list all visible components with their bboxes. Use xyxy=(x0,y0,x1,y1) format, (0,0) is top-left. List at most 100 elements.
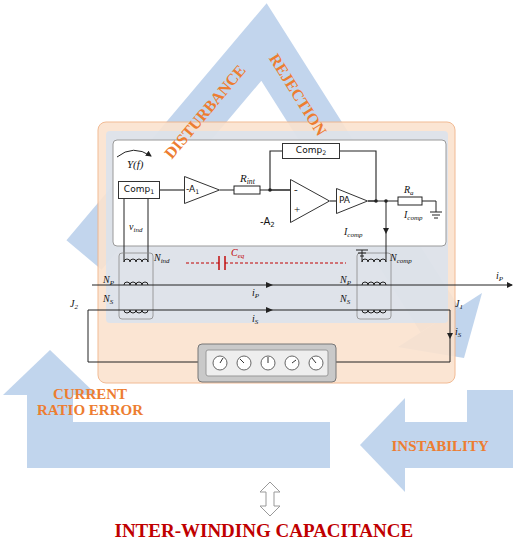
symbol-subscript: S xyxy=(347,298,351,306)
symbol-subscript: comp xyxy=(407,214,422,222)
current-label: Icomp xyxy=(404,209,423,220)
symbol-base: C xyxy=(231,247,238,258)
winding-coil xyxy=(124,259,148,262)
current-arrow xyxy=(266,282,273,288)
meter-face xyxy=(206,350,328,376)
symbol-subscript: 1 xyxy=(459,303,463,311)
symbol-subscript: int xyxy=(247,177,255,186)
compensator-box: Comp1 xyxy=(118,181,160,199)
symbol-base: N xyxy=(390,252,397,263)
symbol-subscript: S xyxy=(458,331,462,339)
compensator-box: Comp2 xyxy=(282,143,340,159)
junction-dot xyxy=(384,199,388,203)
symbol-subscript: ind xyxy=(161,257,170,265)
cycle-arrows xyxy=(3,42,490,492)
symbol-base: N xyxy=(340,293,347,304)
symbol-base: N xyxy=(103,274,110,285)
symbol-subscript: a xyxy=(410,189,414,197)
signal-wire xyxy=(340,151,376,201)
current-label: iP xyxy=(496,270,503,281)
cycle-label: INSTABILITY xyxy=(392,438,489,455)
symbol-base: R xyxy=(404,184,410,195)
ground-symbol xyxy=(430,212,442,218)
triangle-shape xyxy=(291,180,330,223)
symbol-base: v xyxy=(129,221,133,232)
wiring xyxy=(88,150,512,362)
node-label: PA xyxy=(339,196,350,206)
winding-label: NS xyxy=(340,293,350,304)
symbol-subscript: comp xyxy=(397,257,412,265)
symbol-subscript: 2 xyxy=(322,149,326,156)
cycle-label: REJECTION xyxy=(265,51,329,139)
symbol-subscript: P xyxy=(347,279,351,287)
symbol-subscript: comp xyxy=(347,231,362,239)
symbol-base: R xyxy=(240,172,247,184)
transformer-core xyxy=(119,253,153,319)
symbol-subscript: P xyxy=(255,292,259,300)
current-arrow xyxy=(266,307,273,313)
resistor-symbol xyxy=(398,197,422,205)
meter-body xyxy=(198,344,336,382)
triangle-shape xyxy=(337,189,368,214)
current-label: iS xyxy=(252,313,258,324)
triangle-shape xyxy=(185,177,220,204)
input-sign: + xyxy=(294,203,300,215)
symbol-base: -A xyxy=(186,184,195,194)
symbol-base: i xyxy=(252,287,255,298)
symbol-base: J xyxy=(70,298,74,309)
symbol-subscript: 2 xyxy=(270,221,274,229)
primary-conductor xyxy=(92,285,512,286)
cycle-label: CURRENT RATIO ERROR xyxy=(33,386,148,419)
current-arrow xyxy=(383,228,389,234)
signal-wire xyxy=(330,200,336,201)
symbol-base: N xyxy=(340,274,347,285)
power-amplifier: PA xyxy=(336,188,368,214)
node-label: -A2 xyxy=(260,216,275,227)
current-label: iS xyxy=(455,326,461,337)
symbol-subscript: 1 xyxy=(195,188,199,195)
symbol-base: Comp xyxy=(296,145,322,155)
capacitance-path xyxy=(186,263,346,264)
transfer-function: Y(f) xyxy=(127,158,144,170)
symbol-base: -A xyxy=(260,216,270,227)
sense-wire xyxy=(124,199,148,262)
winding-coil xyxy=(362,282,386,285)
transformer-core xyxy=(357,253,391,319)
winding-label: NP xyxy=(103,274,114,285)
capacitor-symbol xyxy=(219,256,225,270)
symbol-subscript: 1 xyxy=(150,188,154,195)
symbol-subscript: S xyxy=(110,298,114,306)
current-label: iP xyxy=(252,287,259,298)
cycle-arrow-band xyxy=(405,390,490,445)
energy-meter xyxy=(198,344,336,382)
current-arrow xyxy=(447,333,453,339)
symbol-base: i xyxy=(455,326,458,337)
ground-symbol xyxy=(356,250,368,256)
winding-coil xyxy=(362,259,386,262)
symbol-base: N xyxy=(103,293,110,304)
winding-label: Ncomp xyxy=(390,252,412,263)
symbol-subscript: ind xyxy=(133,226,142,234)
resistor-label: Ra xyxy=(404,184,414,195)
symbol-base: Comp xyxy=(124,184,150,194)
input-sign: - xyxy=(294,183,298,195)
double-arrow xyxy=(260,482,280,516)
symbol-subscript: S xyxy=(255,318,259,326)
resistor-symbol xyxy=(234,186,260,194)
winding-label: Nind xyxy=(154,252,170,263)
node-label: -A1 xyxy=(186,185,199,195)
orange-panel xyxy=(98,122,455,383)
symbol-subscript: P xyxy=(499,275,503,283)
topic-label: INTER-WINDING CAPACITANCE xyxy=(115,521,414,542)
winding-label: NS xyxy=(103,293,113,304)
signal-wire xyxy=(270,151,290,190)
symbol-base: I xyxy=(404,209,407,220)
node-label: Comp2 xyxy=(296,146,326,156)
terminal-label: J2 xyxy=(70,298,78,309)
symbol-base: i xyxy=(252,313,255,324)
terminal-label: J1 xyxy=(455,298,463,309)
